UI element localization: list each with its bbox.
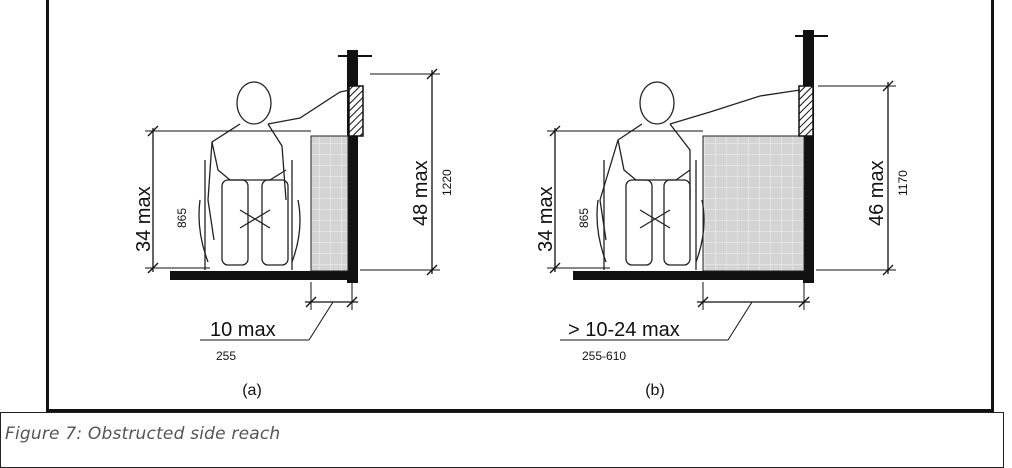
dim-height-a	[145, 125, 311, 274]
panel-b: 34 max 865 46 max 1170 >	[535, 30, 910, 399]
obstruction-b	[702, 135, 805, 272]
depth-metric-b: 255-610	[582, 349, 626, 363]
obstruction-a	[310, 135, 349, 272]
figure-caption: Figure 7: Obstructed side reach	[5, 424, 281, 444]
dim-depth-a	[200, 282, 358, 341]
height-imperial-b: 34 max	[535, 186, 557, 252]
control-b	[798, 85, 814, 137]
caption-box: Figure 7: Obstructed side reach	[0, 412, 1004, 468]
dim-depth-b	[560, 282, 810, 341]
dim-reach-a	[360, 68, 440, 276]
depth-imperial-a: 10 max	[210, 319, 276, 341]
panel-label-b: (b)	[645, 382, 665, 399]
dim-reach-b	[816, 80, 896, 276]
reach-metric-a: 1220	[440, 169, 454, 196]
floor-b	[573, 271, 814, 280]
reach-imperial-b: 46 max	[866, 160, 888, 226]
figure-frame	[46, 0, 994, 412]
depth-metric-a: 255	[216, 349, 236, 363]
wall-a	[347, 50, 358, 283]
height-metric-a: 865	[175, 208, 189, 228]
panel-a: 34 max 865 48 max 1220 1	[133, 50, 454, 399]
height-metric-b: 865	[577, 208, 591, 228]
wheelchair-user-b	[596, 81, 801, 270]
height-imperial-a: 34 max	[133, 186, 155, 252]
reach-imperial-a: 48 max	[410, 160, 432, 226]
control-a	[348, 85, 364, 137]
diagram-canvas: 34 max 865 48 max 1220 1	[133, 30, 910, 399]
panel-label-a: (a)	[242, 382, 262, 399]
reach-metric-b: 1170	[896, 170, 910, 196]
floor-a	[170, 271, 358, 280]
wall-b	[803, 30, 814, 283]
dim-height-b	[547, 125, 703, 274]
depth-imperial-b: > 10-24 max	[568, 319, 680, 341]
